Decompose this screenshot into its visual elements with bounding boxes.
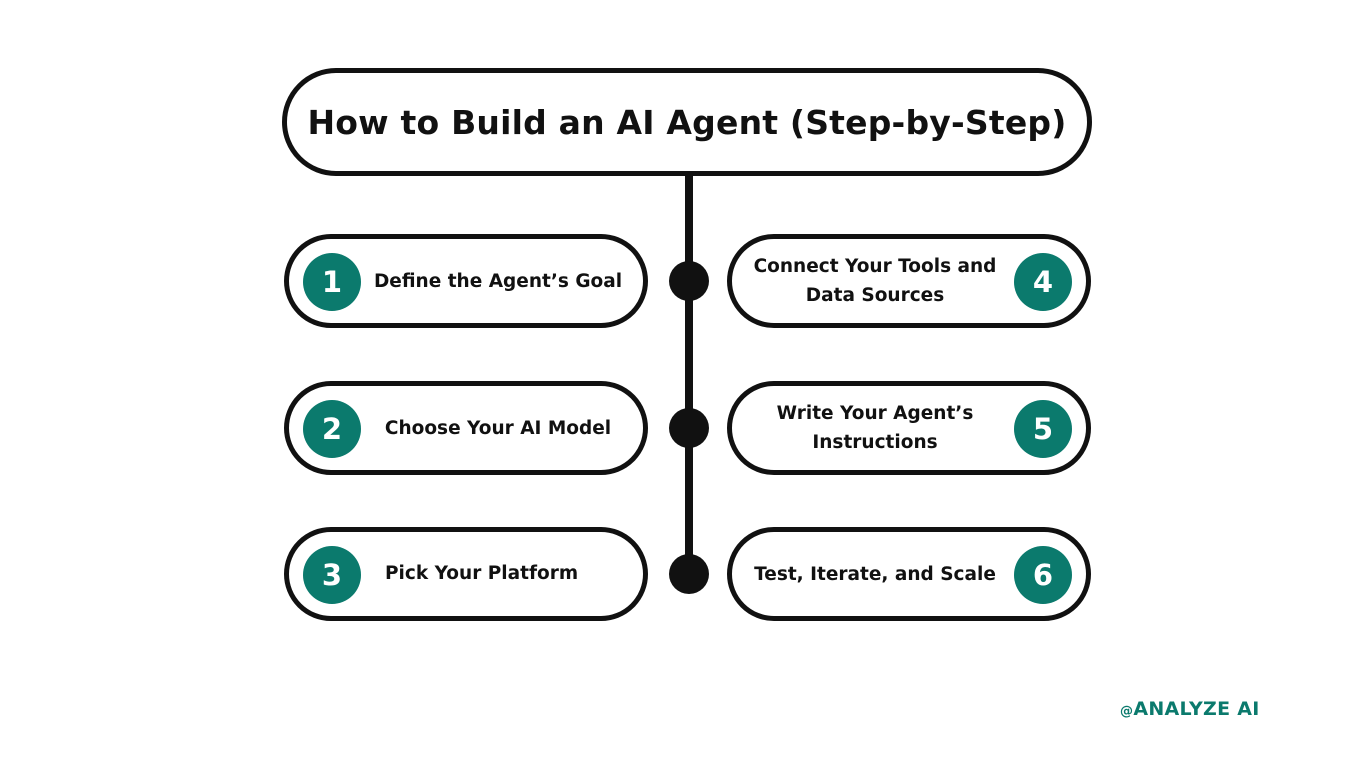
step-label: Write Your Agent’s Instructions <box>776 403 974 453</box>
step-number-badge: 1 <box>303 253 361 311</box>
step-number-badge: 6 <box>1014 546 1072 604</box>
diagram-title: How to Build an AI Agent (Step-by-Step) <box>307 102 1067 142</box>
step-label: Connect Your Tools and Data Sources <box>753 256 997 306</box>
step-label: Define the Agent’s Goal <box>373 270 623 292</box>
step-label: Choose Your AI Model <box>384 417 612 439</box>
timeline-node-2 <box>669 408 709 448</box>
step-3: 3 Pick Your Platform <box>284 527 648 621</box>
brand-at-symbol: @ <box>1120 704 1134 719</box>
step-2: 2 Choose Your AI Model <box>284 381 648 475</box>
step-number-badge: 3 <box>303 546 361 604</box>
timeline-node-3 <box>669 554 709 594</box>
step-label: Test, Iterate, and Scale <box>754 563 996 585</box>
timeline-spine <box>685 176 693 574</box>
step-4: 4 Connect Your Tools and Data Sources <box>727 234 1091 328</box>
brand-name: ANALYZE AI <box>1133 698 1260 720</box>
step-number-badge: 4 <box>1014 253 1072 311</box>
step-1: 1 Define the Agent’s Goal <box>284 234 648 328</box>
step-label: Pick Your Platform <box>385 563 579 584</box>
step-5: 5 Write Your Agent’s Instructions <box>727 381 1091 475</box>
step-number-badge: 5 <box>1014 400 1072 458</box>
step-6: 6 Test, Iterate, and Scale <box>727 527 1091 621</box>
step-number-badge: 2 <box>303 400 361 458</box>
title-pill: How to Build an AI Agent (Step-by-Step) <box>282 68 1092 176</box>
brand-logo: @ANALYZE AI <box>1120 698 1260 720</box>
timeline-node-1 <box>669 261 709 301</box>
